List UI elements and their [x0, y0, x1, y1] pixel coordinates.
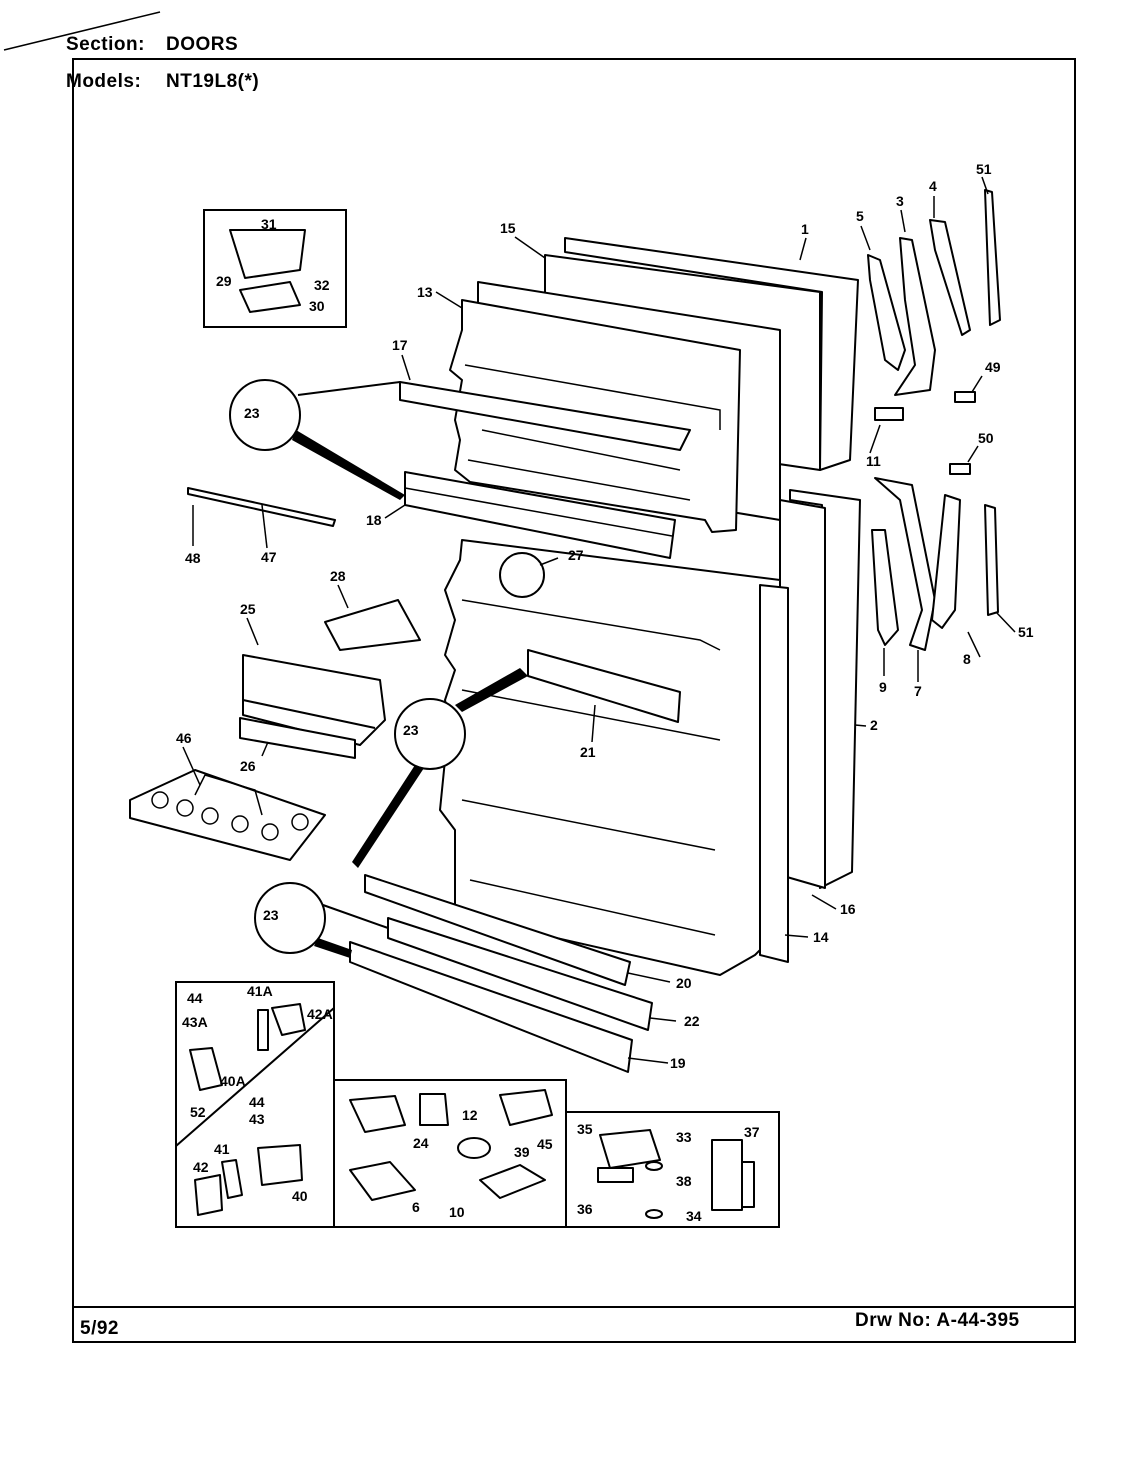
door-shelf-rail-21	[527, 649, 681, 723]
callout-16: 16	[840, 901, 856, 917]
callout-42A: 42A	[307, 1006, 333, 1022]
callout-7: 7	[914, 683, 922, 699]
callout-12: 12	[462, 1107, 478, 1123]
callout-50: 50	[978, 430, 994, 446]
callout-labels: 1 2 3 4 5 6 7 8 9 10 11 12 13 14 15 16 1…	[176, 161, 1034, 1224]
callout-51-top: 51	[976, 161, 992, 177]
inset-box-center	[333, 1079, 567, 1228]
callout-30: 30	[309, 298, 325, 314]
callout-6: 6	[412, 1199, 420, 1215]
callout-44-top: 44	[187, 990, 203, 1006]
callout-23-top: 23	[244, 405, 260, 421]
detail-circle-23-bottom	[254, 882, 389, 958]
callout-27: 27	[568, 547, 584, 563]
callout-24: 24	[413, 1135, 429, 1151]
detail-circle-27	[499, 552, 545, 598]
hinge-parts	[867, 189, 1001, 651]
callout-29: 29	[216, 273, 232, 289]
callout-5: 5	[856, 208, 864, 224]
callout-28: 28	[330, 568, 346, 584]
callout-33: 33	[676, 1129, 692, 1145]
models-value: NT19L8(*)	[166, 71, 260, 92]
callout-23-bottom: 23	[263, 907, 279, 923]
callout-17: 17	[392, 337, 408, 353]
callout-11: 11	[866, 453, 881, 469]
callout-18: 18	[366, 512, 382, 528]
callout-4: 4	[929, 178, 937, 194]
callout-20: 20	[676, 975, 692, 991]
callout-21: 21	[580, 744, 596, 760]
callout-34: 34	[686, 1208, 702, 1224]
footer-date: 5/92	[80, 1318, 119, 1339]
callout-26: 26	[240, 758, 256, 774]
callout-37: 37	[744, 1124, 760, 1140]
callout-25: 25	[240, 601, 256, 617]
section-value: DOORS	[166, 34, 239, 55]
callout-43A: 43A	[182, 1014, 208, 1030]
callout-2: 2	[870, 717, 878, 733]
egg-tray-46	[129, 769, 326, 861]
callout-14: 14	[813, 929, 829, 945]
callout-23-middle: 23	[403, 722, 419, 738]
callout-19: 19	[670, 1055, 686, 1071]
callout-41: 41	[214, 1141, 230, 1157]
drawing-number: Drw No: A-44-395	[855, 1310, 1020, 1331]
callout-39: 39	[514, 1144, 530, 1160]
callout-31: 31	[261, 216, 277, 232]
door-gasket-strip	[759, 584, 789, 963]
callout-42: 42	[193, 1159, 209, 1175]
models-label: Models:	[66, 71, 142, 92]
callout-36: 36	[577, 1201, 593, 1217]
inset-box-hinge-top	[203, 209, 347, 328]
section-label: Section:	[66, 34, 145, 55]
drawing-frame	[72, 58, 1076, 1343]
callout-35: 35	[577, 1121, 593, 1137]
freezer-shelf-rail	[399, 381, 691, 451]
callout-3: 3	[896, 193, 904, 209]
fresh-food-door-liner	[439, 539, 781, 976]
callout-46: 46	[176, 730, 192, 746]
callout-40A: 40A	[220, 1073, 246, 1089]
callout-10: 10	[449, 1204, 465, 1220]
inset-box-lower-left	[175, 981, 335, 1228]
callout-15: 15	[500, 220, 516, 236]
callout-38: 38	[676, 1173, 692, 1189]
lower-rails	[349, 874, 653, 1073]
callout-9: 9	[879, 679, 887, 695]
callout-48: 48	[185, 550, 201, 566]
inset-box-right	[565, 1111, 780, 1228]
callout-43: 43	[249, 1111, 265, 1127]
callout-1: 1	[801, 221, 809, 237]
callout-45: 45	[537, 1136, 553, 1152]
callout-47: 47	[261, 549, 277, 565]
callout-41A: 41A	[247, 983, 273, 999]
detail-circle-23-middle	[352, 668, 528, 868]
callout-40: 40	[292, 1188, 308, 1204]
fresh-food-door-outer	[779, 489, 861, 889]
compartment-label-26	[239, 717, 356, 759]
callout-51-bottom: 51	[1018, 624, 1034, 640]
freezer-bottom-rail	[404, 471, 676, 559]
leader-lines	[182, 176, 1016, 1064]
callout-32: 32	[314, 277, 330, 293]
callout-49: 49	[985, 359, 1001, 375]
detail-circle-23-top	[229, 379, 405, 500]
stray-line	[3, 11, 161, 51]
callout-13: 13	[417, 284, 433, 300]
butter-compartment-25	[242, 654, 386, 746]
dairy-door-28	[324, 599, 421, 651]
callout-44-bottom: 44	[249, 1094, 265, 1110]
callout-22: 22	[684, 1013, 700, 1029]
callout-52: 52	[190, 1104, 206, 1120]
callout-8: 8	[963, 651, 971, 667]
footer-rule	[72, 1306, 1076, 1308]
